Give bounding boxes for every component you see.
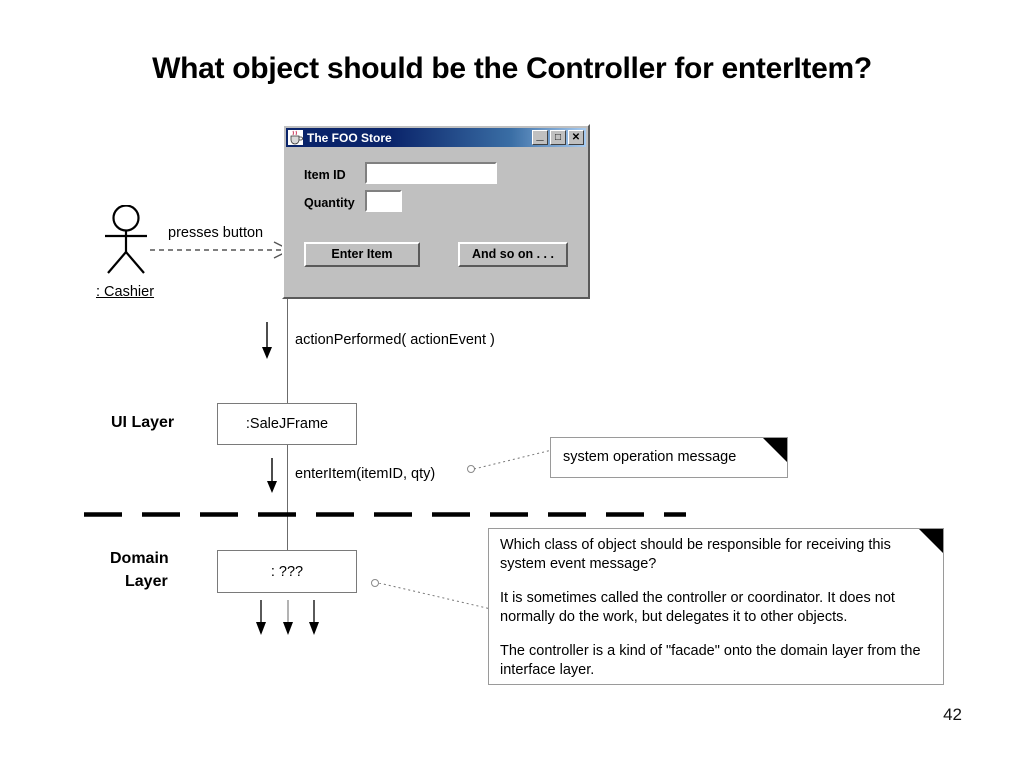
page-title: What object should be the Controller for… bbox=[152, 52, 872, 85]
presses-button-message-label: presses button bbox=[168, 225, 264, 241]
presses-button-arrow-icon bbox=[150, 241, 292, 259]
question-note-paragraph-2: It is sometimes called the controller or… bbox=[500, 590, 895, 625]
enter-item-button[interactable]: Enter Item bbox=[304, 242, 420, 267]
sysop-note-connector-line bbox=[474, 449, 552, 470]
question-note-paragraph-1: Which class of object should be responsi… bbox=[500, 537, 891, 572]
note-fold-corner-icon bbox=[763, 438, 787, 462]
close-icon: ✕ bbox=[571, 132, 581, 143]
domain-layer-label-line1: Domain bbox=[110, 550, 169, 567]
stick-figure-actor-icon bbox=[105, 205, 147, 274]
and-so-on-button[interactable]: And so on . . . bbox=[458, 242, 568, 267]
minimize-icon: _ bbox=[536, 127, 544, 142]
enter-item-label: enterItem(itemID, qty) bbox=[295, 466, 436, 482]
unknown-controller-object-box: : ??? bbox=[217, 550, 357, 593]
minimize-button[interactable]: _ bbox=[532, 127, 548, 145]
maximize-icon: □ bbox=[554, 132, 562, 143]
system-operation-note: system operation message bbox=[550, 437, 788, 478]
close-button[interactable]: ✕ bbox=[568, 130, 584, 145]
page-number: 42 bbox=[943, 705, 962, 724]
lifeline-middle bbox=[287, 445, 288, 551]
quantity-input[interactable] bbox=[365, 190, 402, 212]
item-id-input[interactable] bbox=[365, 162, 497, 184]
item-id-label: Item ID bbox=[304, 168, 346, 182]
java-coffee-cup-icon bbox=[288, 130, 303, 145]
controller-question-note: Which class of object should be responsi… bbox=[488, 528, 944, 685]
action-performed-label: actionPerformed( actionEvent ) bbox=[295, 332, 495, 348]
quantity-label: Quantity bbox=[304, 196, 355, 210]
question-note-connector-line bbox=[379, 583, 491, 610]
lifeline-upper bbox=[287, 299, 288, 404]
domain-layer-label-line2: Layer bbox=[125, 573, 168, 590]
domain-outgoing-arrows-icon bbox=[256, 600, 319, 635]
system-operation-note-text: system operation message bbox=[563, 449, 737, 465]
maximize-button[interactable]: □ bbox=[550, 130, 566, 145]
window-titlebar[interactable]: The FOO Store _ □ ✕ bbox=[286, 127, 586, 147]
question-note-paragraph-3: The controller is a kind of "facade" ont… bbox=[500, 643, 921, 678]
salejframe-object-box: :SaleJFrame bbox=[217, 403, 357, 445]
question-note-anchor bbox=[371, 579, 379, 587]
ui-layer-label: UI Layer bbox=[111, 414, 175, 431]
action-performed-arrow-icon bbox=[262, 322, 272, 359]
note-fold-corner-icon bbox=[919, 529, 943, 553]
actor-label: : Cashier bbox=[96, 284, 155, 300]
foo-store-window[interactable]: The FOO Store _ □ ✕ Item ID Quantity Ent… bbox=[282, 124, 590, 299]
enter-item-arrow-icon bbox=[267, 458, 277, 493]
layer-separator-dashed-line bbox=[84, 512, 686, 517]
window-title-text: The FOO Store bbox=[307, 130, 392, 145]
